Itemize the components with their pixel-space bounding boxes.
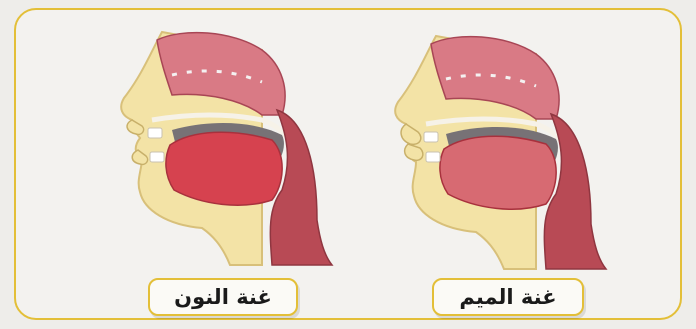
noon-head-illustration	[112, 20, 352, 270]
meem-head-illustration	[386, 24, 626, 274]
noon-diagram: غنة النون	[112, 20, 352, 270]
noon-caption: غنة النون	[148, 278, 298, 316]
meem-caption: غنة الميم	[432, 278, 584, 316]
meem-diagram: غنة الميم	[386, 24, 626, 274]
